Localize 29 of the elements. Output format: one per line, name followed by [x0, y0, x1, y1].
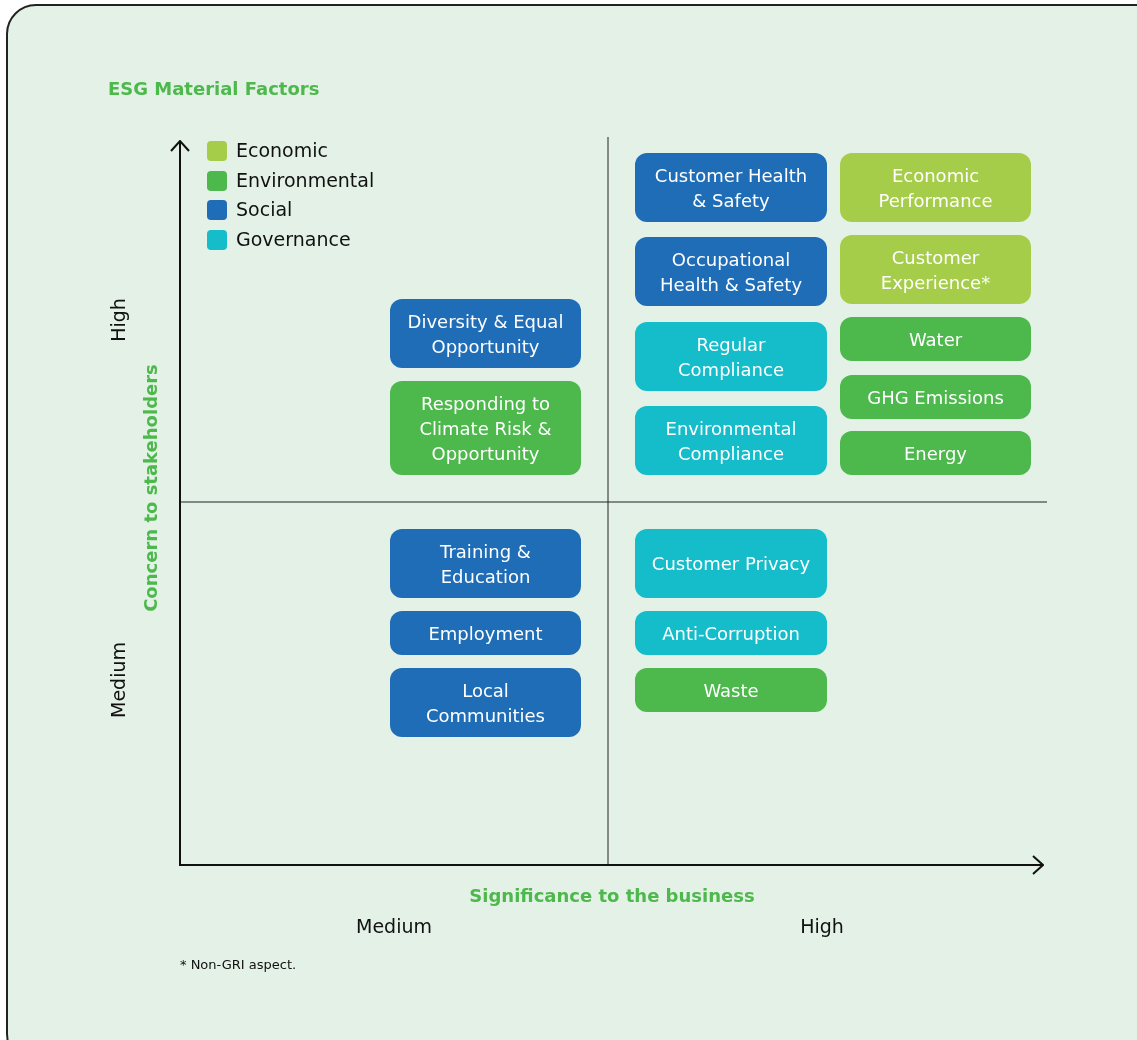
factor-box: Customer Privacy: [635, 529, 827, 598]
factor-box: Diversity & Equal Opportunity: [390, 299, 581, 368]
factor-box: GHG Emissions: [840, 375, 1031, 419]
factor-box: Local Communities: [390, 668, 581, 737]
factor-box: Economic Performance: [840, 153, 1031, 222]
factor-box: Waste: [635, 668, 827, 712]
legend-label: Economic: [236, 139, 328, 161]
footnote: * Non-GRI aspect.: [180, 957, 297, 972]
axis-level-label: Medium: [356, 915, 432, 937]
factor-box: Training & Education: [390, 529, 581, 598]
legend-label: Environmental: [236, 168, 375, 191]
factor-box: Water: [840, 317, 1031, 361]
axis-title: Significance to the business: [469, 885, 755, 906]
factor-box: Occupational Health & Safety: [635, 237, 827, 306]
factor-box: Regular Compliance: [635, 322, 827, 391]
title: ESG Material Factors: [108, 78, 320, 99]
legend-label: Governance: [236, 227, 351, 250]
axis-level-label: High: [107, 298, 129, 342]
factor-box: Customer Experience*: [840, 235, 1031, 304]
legend-label: Social: [236, 198, 293, 220]
factor-box: Responding to Climate Risk & Opportunity: [390, 381, 581, 475]
axis-level-label: Medium: [107, 642, 129, 718]
factor-box: Anti-Corruption: [635, 611, 827, 655]
factor-box: Customer Health & Safety: [635, 153, 827, 222]
axis-title: Concern to stakeholders: [139, 364, 161, 612]
factor-box: Employment: [390, 611, 581, 655]
axis-level-label: High: [800, 915, 844, 937]
factor-box: Environmental Compliance: [635, 406, 827, 475]
factor-box: Energy: [840, 431, 1031, 475]
